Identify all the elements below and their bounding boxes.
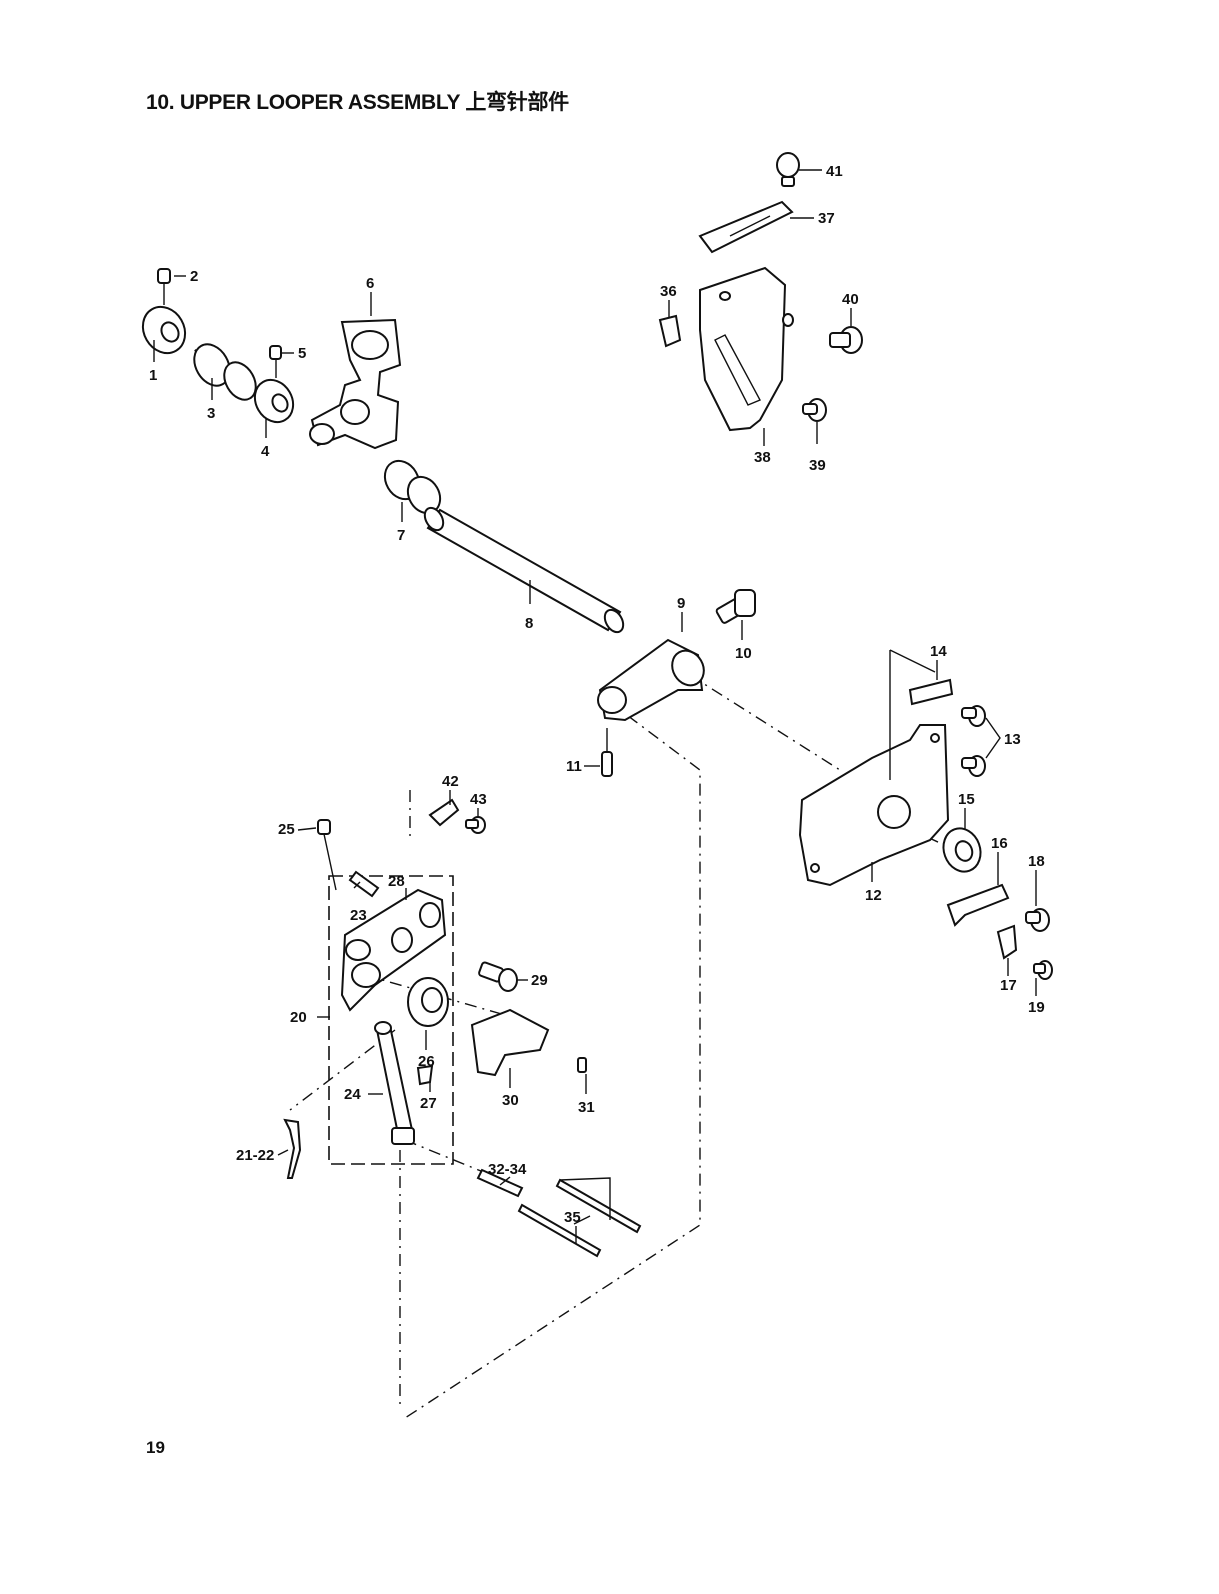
part-screw-43: [466, 817, 485, 833]
part-shaft-8: [421, 505, 627, 636]
part-bushing-3: [187, 338, 262, 405]
part-screw-19: [1034, 961, 1052, 979]
callout-26: 26: [418, 1053, 435, 1070]
callout-25: 25: [278, 821, 295, 838]
callout-12: 12: [865, 887, 882, 904]
callout-40: 40: [842, 291, 859, 308]
part-screw-41: [777, 153, 799, 186]
part-collar-1: [135, 269, 194, 361]
part-tension-36: [660, 316, 680, 346]
callout-32-34: 32-34: [488, 1161, 527, 1178]
callout-42: 42: [442, 773, 459, 790]
part-screw-10: [716, 590, 755, 624]
part-screws-13: [962, 706, 985, 776]
callout-23: 23: [350, 907, 367, 924]
part-screw-18: [1026, 909, 1049, 931]
part-bracket-16: [948, 885, 1008, 925]
part-looper-21-22: [285, 1120, 300, 1178]
callout-2: 2: [190, 268, 198, 285]
callout-19: 19: [1028, 999, 1045, 1016]
callout-6: 6: [366, 275, 374, 292]
callout-38: 38: [754, 449, 771, 466]
callout-8: 8: [525, 615, 533, 632]
callout-14: 14: [930, 643, 947, 660]
callout-31: 31: [578, 1099, 595, 1116]
callout-36: 36: [660, 283, 677, 300]
part-looper-shaft-24: [375, 1022, 414, 1144]
part-crank-lever-9: [598, 640, 710, 720]
part-bracket-14: [910, 680, 952, 704]
callout-16: 16: [991, 835, 1008, 852]
callout-28: 28: [388, 873, 405, 890]
callout-1: 1: [149, 367, 157, 384]
part-screw-29: [478, 962, 517, 991]
callout-5: 5: [298, 345, 306, 362]
part-bracket-38: [700, 268, 793, 430]
callout-13: 13: [1004, 731, 1021, 748]
callout-7: 7: [397, 527, 405, 544]
part-screw-25: [318, 820, 336, 890]
part-screw-11: [602, 728, 612, 776]
part-screw-31: [578, 1058, 586, 1072]
callout-37: 37: [818, 210, 835, 227]
callout-4: 4: [261, 443, 270, 460]
part-washer-15: [938, 823, 987, 877]
callout-15: 15: [958, 791, 975, 808]
callout-39: 39: [809, 457, 826, 474]
callout-20: 20: [290, 1009, 307, 1026]
callout-21-22: 21-22: [236, 1147, 274, 1164]
part-screw-39: [803, 399, 826, 421]
part-bracket-30: [472, 1010, 548, 1075]
callout-10: 10: [735, 645, 752, 662]
callout-18: 18: [1028, 853, 1045, 870]
callout-9: 9: [677, 595, 685, 612]
callout-17: 17: [1000, 977, 1017, 994]
callout-29: 29: [531, 972, 548, 989]
callout-41: 41: [826, 163, 843, 180]
leader-lines: [154, 170, 1036, 1244]
part-clip-17: [998, 926, 1016, 958]
callout-24: 24: [344, 1086, 361, 1103]
part-screw-40: [830, 327, 862, 353]
part-rocker-bracket-6: [310, 320, 400, 448]
callout-27: 27: [420, 1095, 437, 1112]
callout-43: 43: [470, 791, 487, 808]
part-plate-37: [700, 202, 792, 252]
callout-3: 3: [207, 405, 215, 422]
part-clip-42: [430, 800, 458, 825]
callout-30: 30: [502, 1092, 519, 1109]
part-bushing-26: [408, 978, 448, 1026]
callout-35: 35: [564, 1209, 581, 1226]
callout-11: 11: [566, 758, 582, 775]
